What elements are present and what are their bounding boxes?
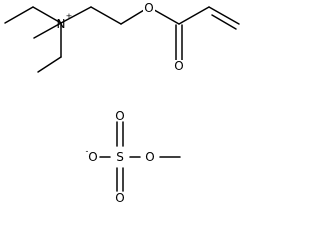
bond-methyl-n: [33, 22, 62, 39]
bond-carbonyl-vinyl: [178, 6, 210, 25]
bond-ethyl-top-c1-c2: [4, 6, 34, 24]
bond-vinyl-single: [208, 6, 240, 25]
bond-n-linker: [60, 6, 92, 24]
anion-bonds: [99, 121, 181, 192]
bond-ethyl-top-c2-n: [32, 6, 62, 24]
atom-o-sulfate-bottom: O: [115, 191, 124, 205]
bond-ethyl-bottom-c1-c2: [37, 56, 62, 73]
bond-linker: [90, 6, 122, 25]
atom-s: S: [116, 150, 124, 164]
atom-o-anion-charge: -: [86, 147, 89, 156]
atom-n-charge: +: [66, 12, 73, 21]
atom-n: N: [57, 17, 66, 31]
cation-bonds: [4, 6, 240, 73]
atom-o-sulfate-methoxy: O: [145, 150, 154, 164]
atom-o-sulfate-top: O: [115, 109, 124, 123]
bond-vinyl-double: [211, 14, 237, 30]
atom-labels: N + O O S O O O - O: [57, 1, 185, 205]
chemical-structure: N + O O S O O O - O: [4, 1, 240, 205]
atom-o-carbonyl: O: [174, 59, 183, 73]
atom-o-sulfate-anion: O: [88, 150, 97, 164]
atom-o-ester: O: [144, 1, 153, 15]
